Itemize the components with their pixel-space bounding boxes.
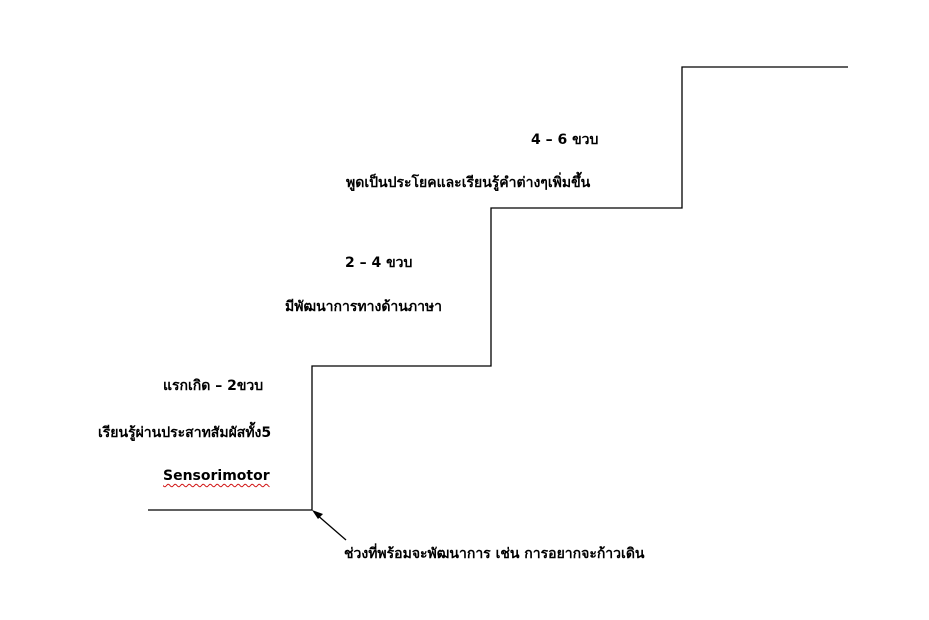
pointer-arrow-shaft <box>315 513 347 541</box>
staircase-line <box>148 66 848 511</box>
pointer-arrowhead <box>312 510 323 519</box>
step-3-description: พูดเป็นประโยคและเรียนรู้คำต่างๆเพิ่มขึ้น <box>346 175 591 191</box>
step-1-stage-name: Sensorimotor <box>163 468 270 484</box>
step-1-age-label: แรกเกิด – 2ขวบ <box>163 378 264 394</box>
step-3-age-label: 4 – 6 ขวบ <box>531 132 599 148</box>
readiness-note: ช่วงที่พร้อมจะพัฒนาการ เช่น การอยากจะก้า… <box>344 546 645 562</box>
step-2-description: มีพัฒนาการทางด้านภาษา <box>285 299 443 315</box>
step-2-age-label: 2 – 4 ขวบ <box>345 255 413 271</box>
step-1-description: เรียนรู้ผ่านประสาทสัมผัสทั้ง5 <box>98 425 272 441</box>
